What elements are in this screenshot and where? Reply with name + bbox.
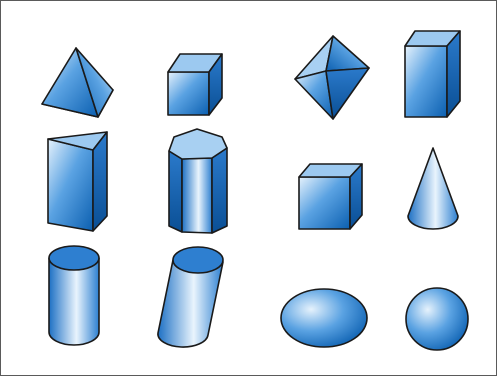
triangular-prism-shape [48,132,107,231]
cylinder-shape [49,246,99,345]
oblique-cylinder-shape [158,247,223,347]
octahedron-shape [295,36,369,119]
cube-small-shape [299,164,362,229]
square-pyramid-shape [42,48,113,117]
pentagonal-prism-shape [169,129,227,233]
cone-shape [408,148,458,229]
circle-shape [406,288,468,350]
cube-shape [168,54,222,115]
rectangular-prism-shape [405,31,460,117]
ellipse-shape [281,289,367,347]
